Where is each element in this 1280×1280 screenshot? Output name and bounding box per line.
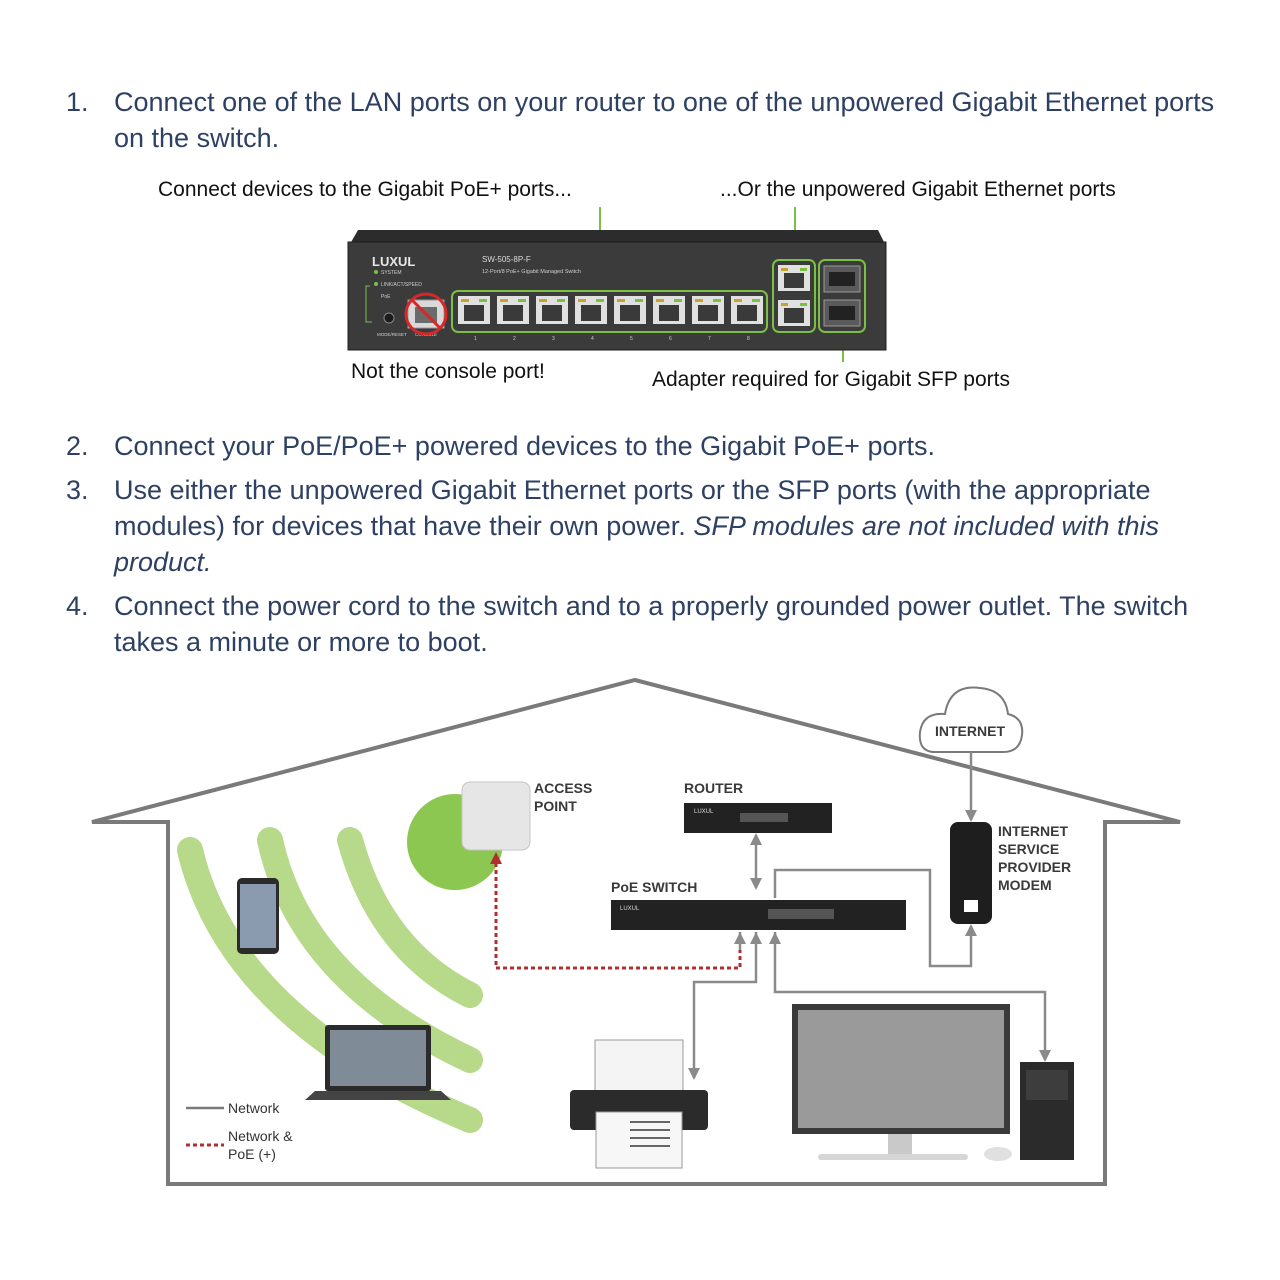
device-brand: LUXUL bbox=[620, 906, 640, 912]
step-text: Connect one of the LAN ports on your rou… bbox=[114, 87, 1215, 153]
step-text: Connect your PoE/PoE+ powered devices to… bbox=[114, 431, 935, 461]
sfp-port-group bbox=[823, 265, 861, 327]
unpowered-port-group bbox=[778, 265, 810, 326]
router-label: ROUTER bbox=[684, 780, 743, 796]
poe-port-group bbox=[458, 296, 763, 324]
router-icon: LUXUL bbox=[684, 803, 832, 833]
switch-model-desc: 12-Port/8 PoE+ Gigabit Managed Switch bbox=[482, 269, 581, 275]
printer-icon bbox=[570, 1039, 708, 1169]
port-number: 8 bbox=[747, 336, 750, 342]
network-links bbox=[692, 752, 1047, 1078]
legend-network-label: Network bbox=[228, 1100, 280, 1116]
port-number: 6 bbox=[669, 336, 672, 342]
step-note: SFP modules are not included with this p… bbox=[114, 511, 1160, 577]
legend: Network Network & PoE (+) bbox=[186, 1100, 293, 1162]
port-number: 1 bbox=[474, 336, 477, 342]
modem-label: INTERNET bbox=[998, 823, 1068, 839]
modem-label: SERVICE bbox=[998, 841, 1059, 857]
home-network-diagram: ACCESS POINT ROUTER LUXUL PoE SWITCH LUX… bbox=[91, 677, 1181, 1186]
step-text-wrap: Use either the unpowered Gigabit Etherne… bbox=[114, 472, 1226, 580]
monitor-icon bbox=[792, 1004, 1012, 1161]
step-3: 3. Use either the unpowered Gigabit Ethe… bbox=[66, 472, 1226, 580]
no-console-icon bbox=[404, 292, 448, 336]
step-4: 4. Connect the power cord to the switch … bbox=[66, 588, 1226, 660]
led-link-label: LINK/ACT/SPEED bbox=[381, 282, 422, 288]
caption-unpowered-ports: ...Or the unpowered Gigabit Ethernet por… bbox=[720, 178, 1116, 201]
device-brand: LUXUL bbox=[694, 809, 714, 815]
laptop-icon bbox=[305, 1025, 451, 1100]
switch-brand: LUXUL bbox=[372, 254, 415, 269]
poe-link bbox=[494, 856, 742, 970]
step-number: 2. bbox=[66, 431, 89, 461]
step-number: 4. bbox=[66, 591, 89, 621]
caption-sfp-ports: Adapter required for Gigabit SFP ports bbox=[652, 368, 1010, 391]
port-number: 7 bbox=[708, 336, 711, 342]
desktop-tower-icon bbox=[1020, 1062, 1074, 1160]
led-system-label: SYSTEM bbox=[381, 270, 402, 276]
step-2: 2. Connect your PoE/PoE+ powered devices… bbox=[66, 428, 1226, 464]
step-text: Use either the unpowered Gigabit Etherne… bbox=[114, 475, 1151, 541]
port-number: 3 bbox=[552, 336, 555, 342]
step-1: 1. Connect one of the LAN ports on your … bbox=[66, 84, 1226, 156]
modem-label: MODEM bbox=[998, 877, 1052, 893]
switch-front-panel: LUXUL SYSTEM LINK/ACT/SPEED PoE MODE/RES… bbox=[347, 207, 887, 362]
legend-poe-label: Network & bbox=[228, 1128, 293, 1144]
internet-cloud-icon bbox=[918, 686, 1024, 753]
access-point-icon bbox=[461, 781, 531, 851]
poe-switch-label: PoE SWITCH bbox=[611, 879, 697, 895]
step-number: 3. bbox=[66, 475, 89, 505]
access-point-label: POINT bbox=[534, 798, 577, 814]
switch-model: SW-505-8P-F bbox=[482, 255, 531, 264]
caption-poe-ports: Connect devices to the Gigabit PoE+ port… bbox=[158, 178, 572, 201]
modem-label: PROVIDER bbox=[998, 859, 1071, 875]
house-outline bbox=[91, 677, 1181, 1186]
step-text: Connect the power cord to the switch and… bbox=[114, 591, 1189, 657]
step-number: 1. bbox=[66, 87, 89, 117]
modem-icon bbox=[950, 822, 992, 924]
port-number: 2 bbox=[513, 336, 516, 342]
caption-console-port: Not the console port! bbox=[351, 360, 545, 383]
internet-label: INTERNET bbox=[935, 723, 1005, 739]
legend-poe-label: PoE (+) bbox=[228, 1146, 276, 1162]
mode-reset-label: MODE/RESET bbox=[377, 332, 407, 337]
poe-switch-icon: LUXUL bbox=[611, 900, 906, 930]
phone-icon bbox=[237, 878, 279, 954]
port-number: 4 bbox=[591, 336, 594, 342]
port-number: 5 bbox=[630, 336, 633, 342]
led-poe-label: PoE bbox=[381, 294, 391, 300]
access-point-label: ACCESS bbox=[534, 780, 592, 796]
